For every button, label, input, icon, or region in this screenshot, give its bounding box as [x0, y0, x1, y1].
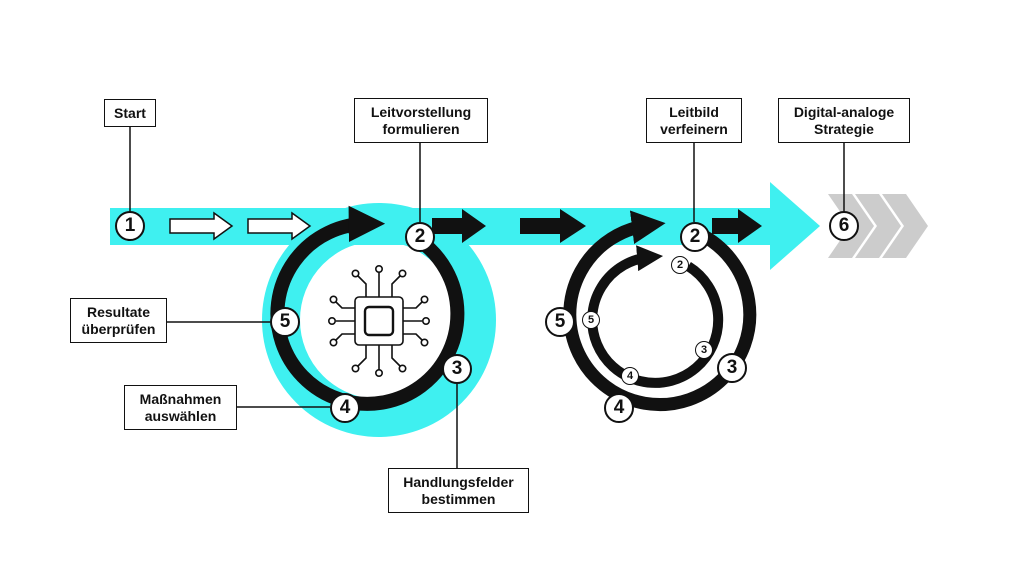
- step-3-badge-left: 3: [442, 354, 472, 384]
- step-4-badge-left: 4: [330, 393, 360, 423]
- right-outer-loop-arrow: [563, 210, 757, 411]
- step-1-badge: 1: [115, 211, 145, 241]
- circuit-chip-icon: [327, 264, 430, 377]
- step-5-badge-left: 5: [270, 307, 300, 337]
- step-2-badge-left: 2: [405, 222, 435, 252]
- white-outline-arrows: [169, 211, 312, 241]
- step-6-badge: 6: [829, 211, 859, 241]
- step-3-badge-outer: 3: [717, 353, 747, 383]
- right-inner-loop-arrow: [587, 245, 724, 388]
- step-4-badge-inner: 4: [621, 367, 639, 385]
- step-2-badge-outer: 2: [680, 222, 710, 252]
- label-start: Start: [104, 99, 156, 127]
- connector-lines: [129, 127, 845, 468]
- label-strategie: Digital-analoge Strategie: [778, 98, 910, 143]
- step-5-badge-inner: 5: [582, 311, 600, 329]
- step-2-badge-inner: 2: [671, 256, 689, 274]
- black-band-arrows: [432, 209, 762, 243]
- step-4-badge-outer: 4: [604, 393, 634, 423]
- main-band-arrowhead: [770, 182, 820, 270]
- step-5-badge-outer: 5: [545, 307, 575, 337]
- label-leitbild: Leitbild verfeinern: [646, 98, 742, 143]
- label-handlungsfelder: Handlungsfelder bestimmen: [388, 468, 529, 513]
- label-leitvorstellung: Leitvorstellung formulieren: [354, 98, 488, 143]
- label-resultate: Resultate überprüfen: [70, 298, 167, 343]
- label-massnahmen: Maßnahmen auswählen: [124, 385, 237, 430]
- step-3-badge-inner: 3: [695, 341, 713, 359]
